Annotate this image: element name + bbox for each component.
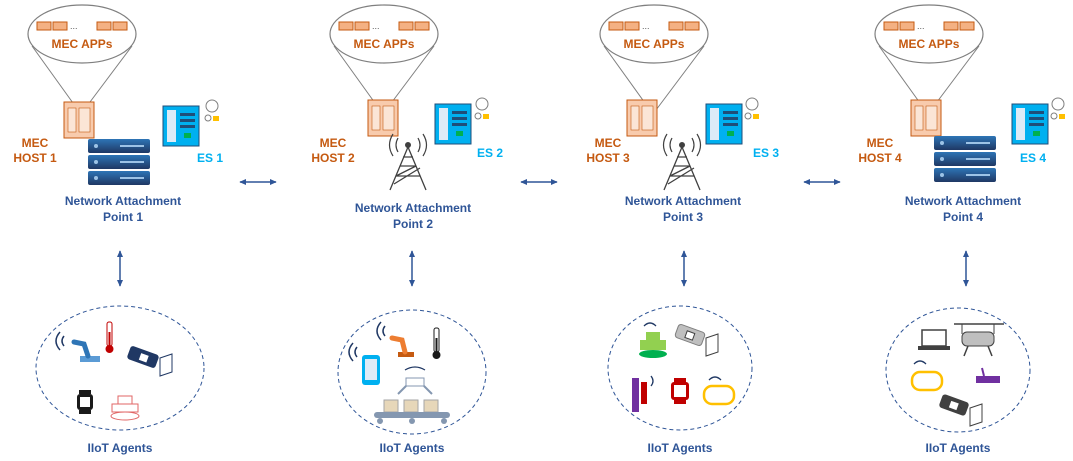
nap-label-line2: Point 3 [663, 210, 703, 224]
mec-host-server-icon [626, 99, 658, 137]
app-blocks-icon: ... [36, 21, 128, 31]
app-blocks-icon: ... [883, 21, 975, 31]
iiot-agents-cluster [35, 305, 205, 431]
nap-label-line1: Network Attachment [905, 194, 1021, 208]
brain-lock-icon [204, 99, 219, 122]
host-label-line2: HOST 4 [858, 151, 902, 165]
server-rack-icon [934, 136, 996, 182]
edge-server-icon [705, 103, 743, 145]
drone-icon [954, 323, 1004, 357]
svg-text:...: ... [70, 21, 78, 31]
server-rack-icon [88, 139, 150, 185]
host-label-line2: HOST 3 [586, 151, 630, 165]
mec-host-server-icon [367, 99, 399, 137]
host-label-line2: HOST 2 [311, 151, 355, 165]
vr-headset-icon [910, 360, 944, 392]
nap-label-line1: Network Attachment [355, 201, 471, 215]
apps-label: MEC APPs [899, 37, 960, 51]
agents-label: IIoT Agents [88, 441, 153, 455]
agents-label: IIoT Agents [380, 441, 445, 455]
host-label-line1: MEC [867, 136, 894, 150]
nap-label-line2: Point 2 [393, 217, 433, 231]
smartwatch-icon [77, 390, 93, 414]
nap-label-line2: Point 1 [103, 210, 143, 224]
host-label-line1: MEC [595, 136, 622, 150]
brain-lock-icon [474, 97, 489, 120]
es-label: ES 2 [477, 146, 503, 160]
es-label: ES 1 [197, 151, 223, 165]
es-label: ES 4 [1020, 151, 1046, 165]
mobile-robot-icon [110, 395, 140, 421]
laptop-icon [918, 329, 950, 350]
node-4: ... MEC APPs MEC HOST 4 [858, 4, 1065, 455]
brain-lock-icon [744, 97, 759, 120]
host-label-line1: MEC [22, 136, 49, 150]
cctv-camera-icon [674, 323, 719, 357]
node-2: ... MEC APPs MEC HOST 2 [311, 4, 503, 455]
smart-plug-icon [632, 375, 654, 412]
nap-label-line2: Point 4 [943, 210, 983, 224]
host-label-line2: HOST 1 [13, 151, 57, 165]
svg-text:...: ... [372, 21, 380, 31]
node-3: ... MEC APPs MEC HOST 3 [586, 4, 779, 455]
conveyor-icon [374, 399, 450, 424]
nap-label-line1: Network Attachment [65, 194, 181, 208]
edge-server-icon [434, 103, 472, 145]
svg-text:...: ... [642, 21, 650, 31]
smartwatch-icon [671, 378, 689, 404]
svg-text:...: ... [917, 21, 925, 31]
nap-label-line1: Network Attachment [625, 194, 741, 208]
robotic-gripper-icon [397, 366, 433, 395]
vr-headset-icon [702, 376, 736, 406]
smartphone-icon [348, 342, 380, 385]
iiot-agents-cluster [607, 305, 753, 431]
thermometer-icon [432, 327, 441, 359]
iiot-agents-cluster [885, 307, 1031, 433]
cctv-camera-icon [939, 394, 983, 427]
app-blocks-icon: ... [608, 21, 700, 31]
edge-server-icon [162, 105, 200, 147]
apps-label: MEC APPs [624, 37, 685, 51]
agents-label: IIoT Agents [648, 441, 713, 455]
es-label: ES 3 [753, 146, 779, 160]
brain-lock-icon [1050, 97, 1065, 120]
apps-label: MEC APPs [354, 37, 415, 51]
antenna-tower-icon [662, 133, 702, 191]
mec-host-server-icon [63, 101, 95, 139]
router-icon [976, 367, 1000, 383]
antenna-tower-icon [388, 133, 428, 191]
mec-host-server-icon [910, 99, 942, 137]
app-blocks-icon: ... [338, 21, 430, 31]
robot-arm-icon [376, 321, 414, 357]
host-label-line1: MEC [320, 136, 347, 150]
mec-apps-bubble: ... MEC APPs [329, 4, 439, 111]
thermometer-icon [105, 321, 114, 353]
agents-label: IIoT Agents [926, 441, 991, 455]
node-1: ... MEC APPs MEC HOST 1 [13, 4, 223, 455]
mec-apps-bubble: ... MEC APPs [874, 4, 984, 111]
edge-server-icon [1011, 103, 1049, 145]
mobile-robot-icon [639, 322, 667, 358]
cctv-camera-icon [127, 346, 173, 377]
robot-arm-icon [55, 331, 100, 362]
apps-label: MEC APPs [52, 37, 113, 51]
mec-apps-bubble: ... MEC APPs [27, 4, 137, 111]
iiot-agents-cluster [337, 309, 487, 435]
mec-apps-bubble: ... MEC APPs [599, 4, 709, 111]
